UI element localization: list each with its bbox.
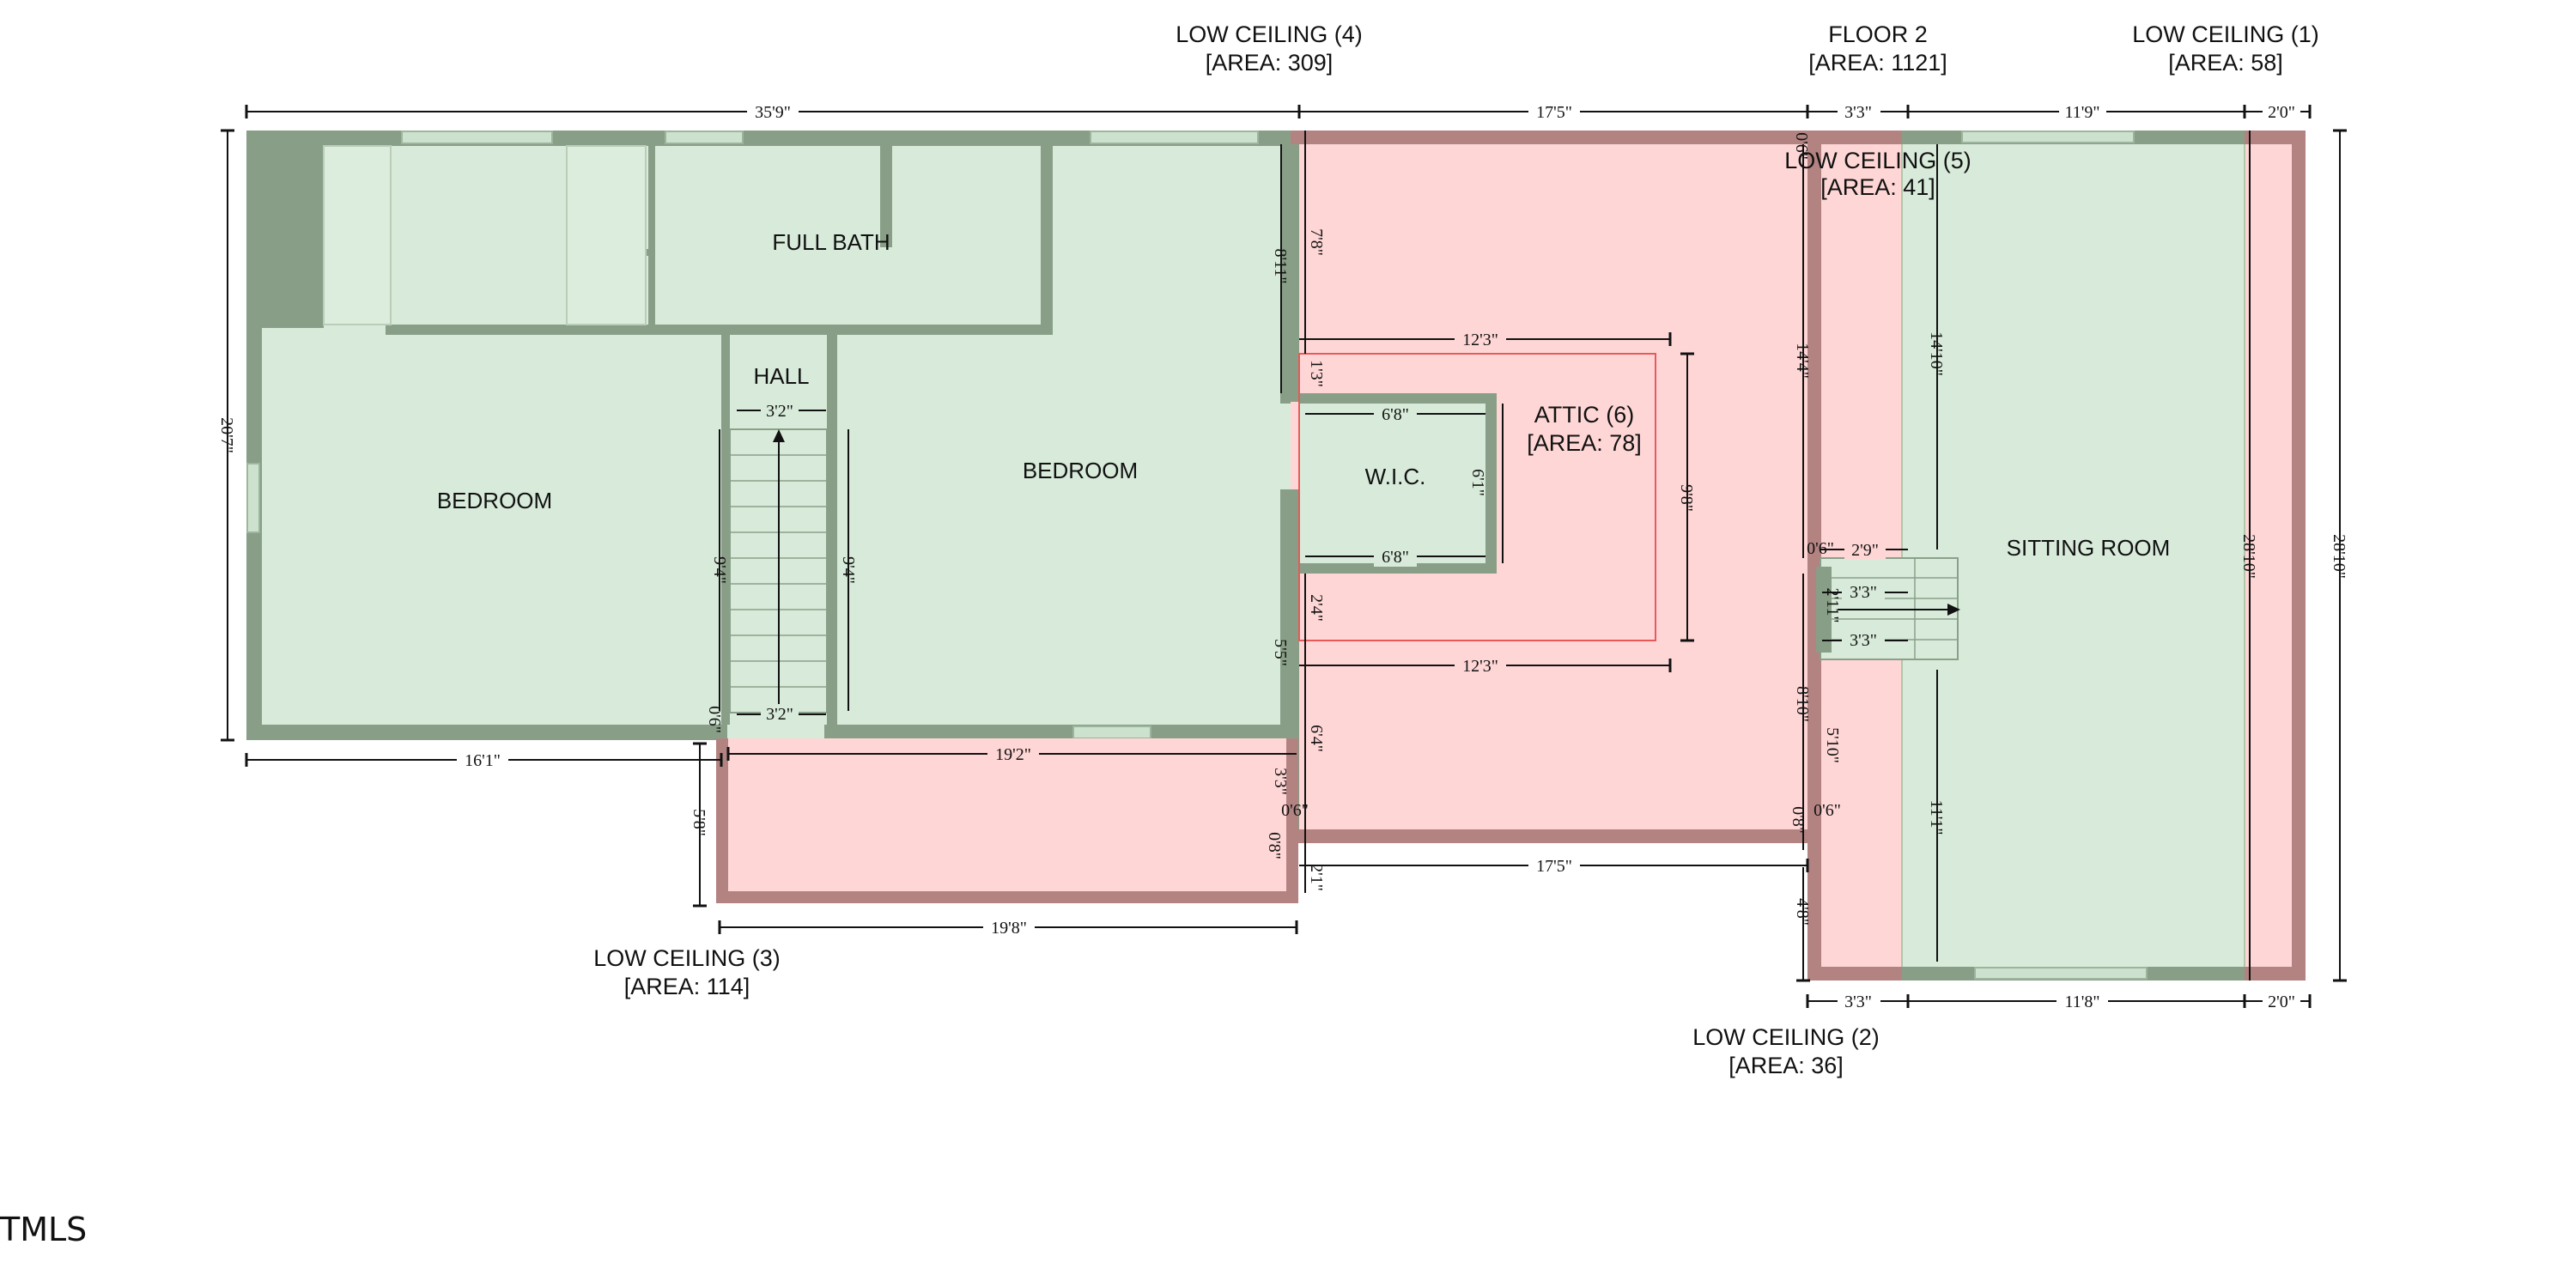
- dim-right-2-11: 2'11": [1823, 587, 1842, 622]
- dim-stair-bottom: 3'2": [766, 705, 793, 724]
- dim-right-14-4: 14'4": [1793, 343, 1812, 379]
- room-label-bedroom-center: BEDROOM: [1023, 458, 1138, 483]
- area-value-attic-6: [AREA: 78]: [1527, 430, 1642, 456]
- stair-arrow-icon: [773, 429, 785, 442]
- dim-top-mid: 17'5": [1536, 103, 1572, 122]
- area-name-low-ceiling-3: LOW CEILING (3): [593, 945, 781, 971]
- dim-right-14-10: 14'10": [1927, 331, 1946, 376]
- dim-top-a: 3'3": [1844, 103, 1872, 122]
- dim-right-0-6b: 0'6": [1807, 539, 1834, 558]
- dim-stair-top: 3'2": [766, 402, 793, 421]
- dim-lc4-b: 5'5": [1271, 639, 1290, 666]
- dim-attic-top: 12'3": [1462, 331, 1498, 349]
- area-name-low-ceiling-2: LOW CEILING (2): [1692, 1024, 1880, 1050]
- dim-bath-right: 8'11": [1271, 248, 1290, 283]
- dim-wic-bottom: 6'8": [1382, 548, 1409, 567]
- dim-lc4-f: 0'8": [1265, 832, 1284, 859]
- dim-right-3-3b: 3'3": [1850, 631, 1877, 650]
- room-label-bedroom-left: BEDROOM: [437, 488, 552, 513]
- main-floor-block: [246, 131, 1291, 740]
- room-label-wic: W.I.C.: [1365, 464, 1426, 489]
- area-value-low-ceiling-3: [AREA: 114]: [624, 974, 750, 999]
- dim-top-overall: 35'9": [755, 103, 791, 122]
- area-name-low-ceiling-1: LOW CEILING (1): [2132, 21, 2319, 47]
- stair-arrow-icon: [1947, 604, 1960, 616]
- room-label-full-bath: FULL BATH: [772, 229, 890, 255]
- dim-bottom-c: 2'0": [2268, 993, 2295, 1011]
- right-block: [1807, 131, 2306, 981]
- dim-wic-top: 6'8": [1382, 405, 1409, 424]
- area-value-low-ceiling-4: [AREA: 309]: [1206, 50, 1334, 76]
- area-value-floor-2: [AREA: 1121]: [1808, 50, 1947, 76]
- room-label-hall: HALL: [753, 363, 809, 389]
- area-name-floor-2: FLOOR 2: [1828, 21, 1928, 47]
- area-name-low-ceiling-4: LOW CEILING (4): [1176, 21, 1363, 47]
- dim-lc3-bottom: 19'8": [991, 919, 1027, 938]
- dim-sitting-outer: 28'10": [2330, 534, 2348, 579]
- room-label-sitting-room: SITTING ROOM: [2007, 535, 2171, 561]
- dim-lc3-left: 5'8": [690, 809, 708, 836]
- area-value-low-ceiling-5: [AREA: 41]: [1820, 174, 1935, 200]
- room-labels: FULL BATH HALL BEDROOM BEDROOM W.I.C. SI…: [437, 229, 2171, 561]
- low-ceiling-3-block: [716, 738, 1298, 903]
- area-value-low-ceiling-1: [AREA: 58]: [2168, 50, 2283, 76]
- area-name-attic-6: ATTIC (6): [1534, 402, 1635, 428]
- dim-lc4-left: 7'8": [1307, 228, 1326, 256]
- stairs-right: [1816, 557, 1960, 660]
- area-name-low-ceiling-5: LOW CEILING (5): [1784, 148, 1971, 173]
- dim-right-0-6-top: 0'6": [1792, 132, 1811, 160]
- dim-lc4-g: 2'1": [1307, 864, 1326, 891]
- dim-top-c: 2'0": [2268, 103, 2295, 122]
- dim-right-5-10: 5'10": [1823, 727, 1842, 763]
- dim-right-2-9: 2'9": [1851, 541, 1879, 560]
- dim-stair-corner: 0'6": [705, 706, 724, 733]
- dim-lc4-bottom: 17'5": [1536, 857, 1572, 876]
- dim-lc4-d: 3'3": [1271, 768, 1290, 795]
- dim-lc4-a: 2'4": [1307, 594, 1326, 622]
- low-ceiling-4-block: [1291, 131, 1821, 843]
- dim-top-b: 11'9": [2064, 103, 2099, 122]
- dim-attic-bottom: 12'3": [1462, 657, 1498, 676]
- area-labels: LOW CEILING (4) [AREA: 309] FLOOR 2 [ARE…: [593, 21, 2319, 1078]
- dim-right-0-8: 0'8": [1789, 806, 1807, 834]
- dim-right-0-6c: 0'6": [1814, 801, 1841, 820]
- dim-wic-right: 6'1": [1468, 469, 1487, 496]
- dim-bottom-b: 11'8": [2064, 993, 2099, 1011]
- brand-watermark: TMLS: [0, 1211, 87, 1248]
- area-value-low-ceiling-2: [AREA: 36]: [1728, 1053, 1844, 1078]
- dim-lc3-top: 19'2": [995, 745, 1031, 764]
- dimension-labels: 35'9" 17'5" 3'3" 11'9" 2'0" 20'7" 16'1" …: [217, 101, 2348, 1011]
- dim-right-8-10: 8'10": [1793, 686, 1812, 722]
- dim-lc4-inner: 1'3": [1307, 360, 1326, 387]
- dim-right-4-8: 4'8": [1793, 898, 1812, 926]
- dim-bottom-left: 16'1": [465, 751, 501, 770]
- stairs-left: [729, 428, 828, 713]
- dim-attic-right: 9'8": [1677, 484, 1696, 512]
- dim-stair-left: 9'4": [710, 556, 729, 584]
- dim-stair-right: 9'4": [839, 556, 858, 584]
- dim-left-height: 20'7": [217, 417, 236, 453]
- dim-bottom-a: 3'3": [1844, 993, 1872, 1011]
- dim-lc4-e: 0'6": [1281, 801, 1309, 820]
- dim-right-11-1: 11'1": [1927, 799, 1946, 835]
- dim-lc4-c: 6'4": [1307, 725, 1326, 752]
- dim-right-3-3a: 3'3": [1850, 583, 1877, 602]
- dim-sitting-inner: 28'10": [2239, 534, 2258, 579]
